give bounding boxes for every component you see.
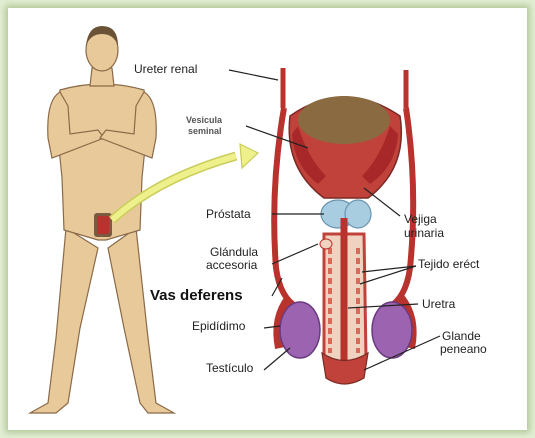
label-glande-2: peneano bbox=[440, 343, 487, 356]
figure-frame: Ureter renal Vesicula seminal Próstata G… bbox=[8, 8, 527, 430]
reproductive-system bbox=[274, 68, 413, 384]
label-vesicula-seminal-1: Vesicula bbox=[186, 115, 222, 125]
label-vas-deferens: Vas deferens bbox=[150, 289, 243, 302]
testicle-right bbox=[372, 302, 412, 358]
right-leg bbox=[108, 228, 174, 413]
left-leg bbox=[30, 228, 98, 413]
leader-testiculo bbox=[264, 348, 290, 370]
accessory-gland bbox=[320, 239, 332, 249]
label-vejiga-2: urinaria bbox=[404, 227, 444, 240]
prostate-right bbox=[345, 200, 371, 228]
bladder-top bbox=[298, 96, 390, 144]
leader-ureter bbox=[229, 70, 278, 80]
leader-glandula bbox=[272, 244, 318, 264]
label-uretra: Uretra bbox=[422, 298, 455, 311]
label-prostata: Próstata bbox=[206, 208, 251, 221]
label-vejiga-1: Vejiga bbox=[404, 213, 437, 226]
label-tejido-erectil: Tejido eréct bbox=[418, 258, 479, 271]
testicle-left bbox=[280, 302, 320, 358]
label-vesicula-seminal-2: seminal bbox=[188, 126, 222, 136]
label-glandula-2: accesoria bbox=[206, 259, 257, 272]
label-ureter-renal: Ureter renal bbox=[134, 63, 197, 76]
anatomy-diagram bbox=[8, 8, 527, 430]
label-epididimo: Epidídimo bbox=[192, 320, 245, 333]
label-testiculo: Testículo bbox=[206, 362, 253, 375]
